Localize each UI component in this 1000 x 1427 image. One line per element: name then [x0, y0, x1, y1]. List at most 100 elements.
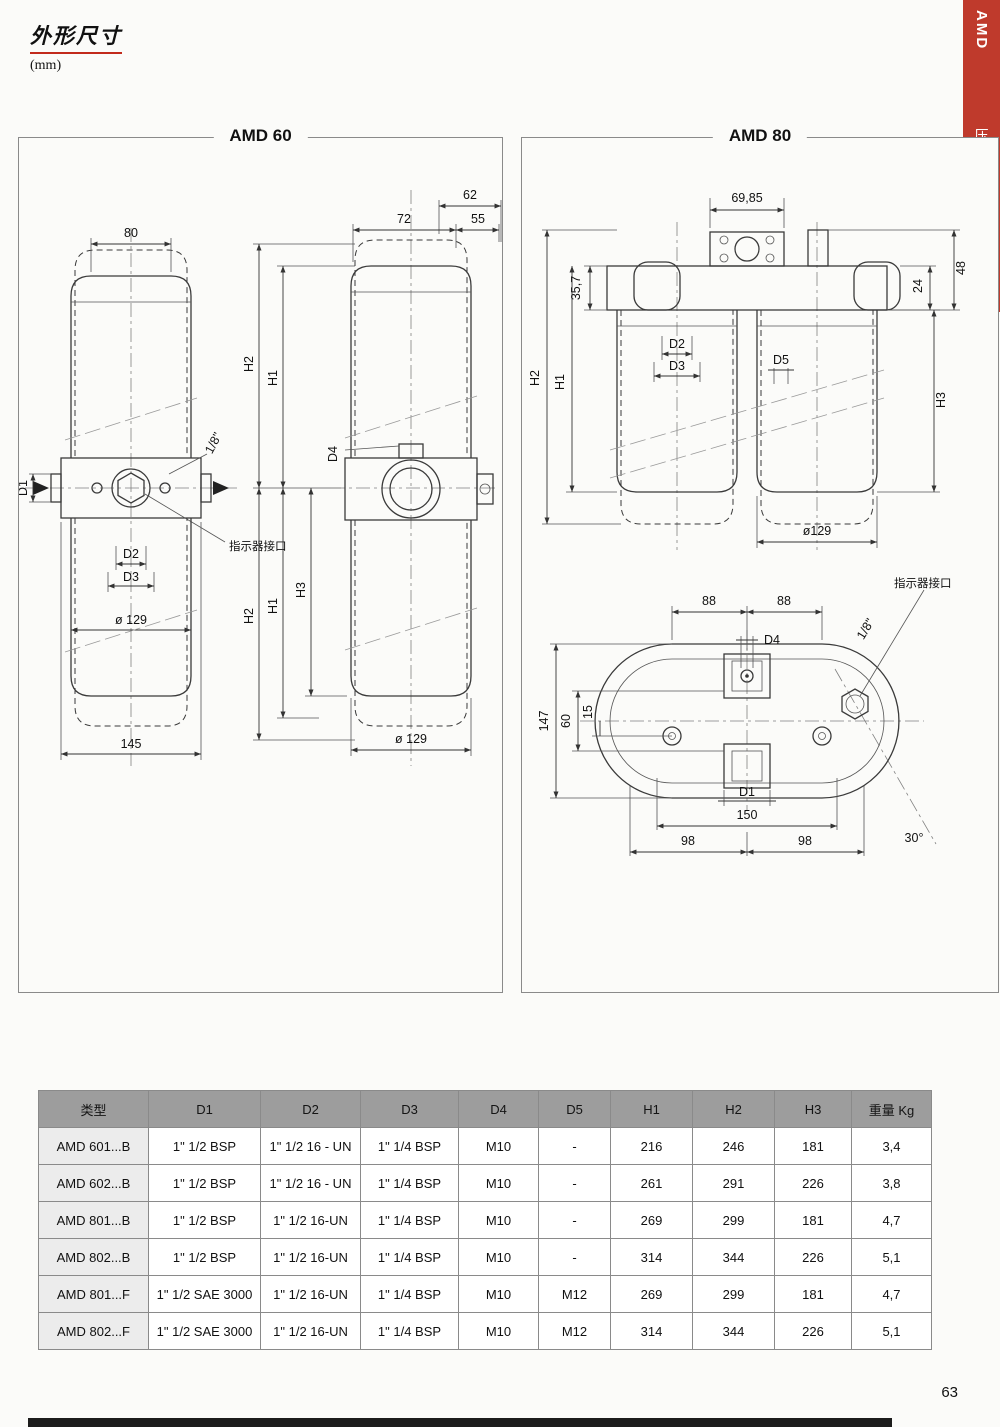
- cell-h1: 269: [610, 1201, 693, 1239]
- dim-h1-top: H1: [266, 370, 280, 386]
- cell-weight: 5,1: [851, 1312, 932, 1350]
- cell-d5: -: [538, 1201, 611, 1239]
- cell-d1: 1" 1/2 BSP: [148, 1164, 261, 1202]
- indicator-port-label: 指示器接口: [229, 539, 287, 553]
- cell-d3: 1" 1/4 BSP: [360, 1164, 459, 1202]
- dim-150: 150: [737, 808, 758, 822]
- dim-d4: D4: [764, 633, 780, 647]
- amd60-side-view: 62 72 55 D4: [326, 188, 502, 766]
- page-number: 63: [941, 1384, 958, 1401]
- dim-d4: D4: [326, 446, 340, 462]
- dim-62: 62: [463, 188, 477, 202]
- amd80-front-view: 69,85 35,7 48 24: [528, 191, 968, 550]
- dim-h3: H3: [934, 392, 948, 408]
- dim-d2: D2: [669, 337, 685, 351]
- dim-24: 24: [911, 279, 925, 293]
- cell-d4: M10: [458, 1127, 539, 1165]
- table-row: AMD 602...B 1" 1/2 BSP 1" 1/2 16 - UN 1"…: [38, 1164, 932, 1202]
- cell-d5: M12: [538, 1275, 611, 1313]
- cell-d1: 1" 1/2 BSP: [148, 1127, 261, 1165]
- cell-d1: 1" 1/2 SAE 3000: [148, 1312, 261, 1350]
- cell-d1: 1" 1/2 BSP: [148, 1238, 261, 1276]
- table-row: AMD 801...B 1" 1/2 BSP 1" 1/2 16-UN 1" 1…: [38, 1201, 932, 1239]
- cell-d2: 1" 1/2 16-UN: [260, 1201, 361, 1239]
- page-header: 外形尺寸 (mm): [30, 20, 122, 74]
- dim-h1-bottom: H1: [266, 598, 280, 614]
- dim-h2-top: H2: [242, 356, 256, 372]
- col-header-type: 类型: [38, 1090, 149, 1128]
- dim-60: 60: [559, 714, 573, 728]
- amd80-plan-view: 88 88 D4 1/8" 指示器接口 147 60: [537, 576, 952, 856]
- dim-dia: ø129: [803, 524, 832, 538]
- table-header-row: 类型 D1 D2 D3 D4 D5 H1 H2 H3 重量 Kg: [38, 1090, 932, 1128]
- cell-h1: 261: [610, 1164, 693, 1202]
- cell-type: AMD 601...B: [38, 1127, 149, 1165]
- table-row: AMD 802...B 1" 1/2 BSP 1" 1/2 16-UN 1" 1…: [38, 1238, 932, 1276]
- dim-h3: H3: [294, 582, 308, 598]
- cell-d3: 1" 1/4 BSP: [360, 1275, 459, 1313]
- cell-type: AMD 802...B: [38, 1238, 149, 1276]
- cell-weight: 5,1: [851, 1238, 932, 1276]
- cell-d3: 1" 1/4 BSP: [360, 1127, 459, 1165]
- cell-d5: -: [538, 1238, 611, 1276]
- dim-15: 15: [581, 705, 595, 719]
- cell-d5: M12: [538, 1312, 611, 1350]
- cell-h1: 314: [610, 1238, 693, 1276]
- cell-h2: 246: [692, 1127, 775, 1165]
- panel-title-amd80: AMD 80: [712, 126, 808, 146]
- table-row: AMD 601...B 1" 1/2 BSP 1" 1/2 16 - UN 1"…: [38, 1127, 932, 1165]
- dim-98a: 98: [681, 834, 695, 848]
- cell-d4: M10: [458, 1164, 539, 1202]
- cell-type: AMD 602...B: [38, 1164, 149, 1202]
- cell-h2: 291: [692, 1164, 775, 1202]
- dim-h1: H1: [553, 374, 567, 390]
- cell-h2: 299: [692, 1201, 775, 1239]
- cell-h1: 216: [610, 1127, 693, 1165]
- cell-weight: 4,7: [851, 1201, 932, 1239]
- col-header-d1: D1: [148, 1090, 261, 1128]
- cell-h2: 344: [692, 1238, 775, 1276]
- dim-72: 72: [397, 212, 411, 226]
- col-header-h1: H1: [610, 1090, 693, 1128]
- dim-6985: 69,85: [731, 191, 762, 205]
- cell-d3: 1" 1/4 BSP: [360, 1201, 459, 1239]
- col-header-d4: D4: [458, 1090, 539, 1128]
- dim-d1: D1: [739, 785, 755, 799]
- dim-d3: D3: [669, 359, 685, 373]
- dim-88b: 88: [777, 594, 791, 608]
- dimensions-table: 类型 D1 D2 D3 D4 D5 H1 H2 H3 重量 Kg AMD 601…: [38, 1090, 932, 1350]
- cell-d2: 1" 1/2 16-UN: [260, 1312, 361, 1350]
- page-title: 外形尺寸: [30, 20, 122, 54]
- dim-80: 80: [124, 226, 138, 240]
- cell-h2: 344: [692, 1312, 775, 1350]
- dim-145: 145: [121, 737, 142, 751]
- tab-series-label: AMD: [973, 10, 990, 51]
- cell-d3: 1" 1/4 BSP: [360, 1312, 459, 1350]
- cell-d5: -: [538, 1127, 611, 1165]
- dim-88a: 88: [702, 594, 716, 608]
- dim-98b: 98: [798, 834, 812, 848]
- cell-weight: 4,7: [851, 1275, 932, 1313]
- cell-d2: 1" 1/2 16-UN: [260, 1275, 361, 1313]
- cell-h3: 226: [774, 1238, 852, 1276]
- dim-dia-side: ø 129: [395, 732, 427, 746]
- cell-h3: 181: [774, 1201, 852, 1239]
- cell-d4: M10: [458, 1275, 539, 1313]
- col-header-d3: D3: [360, 1090, 459, 1128]
- cell-h3: 226: [774, 1164, 852, 1202]
- table-row: AMD 802...F 1" 1/2 SAE 3000 1" 1/2 16-UN…: [38, 1312, 932, 1350]
- page-bottom-bar: [28, 1418, 892, 1427]
- dim-147: 147: [537, 711, 551, 732]
- amd80-drawing: 69,85 35,7 48 24: [528, 191, 968, 856]
- cell-h3: 181: [774, 1127, 852, 1165]
- cell-type: AMD 801...F: [38, 1275, 149, 1313]
- cell-h3: 181: [774, 1275, 852, 1313]
- dim-357: 35,7: [569, 276, 583, 300]
- dim-thread-18: 1/8": [202, 430, 225, 456]
- cell-d4: M10: [458, 1238, 539, 1276]
- cell-type: AMD 801...B: [38, 1201, 149, 1239]
- panel-amd60: AMD 60 80: [16, 126, 503, 993]
- cell-d4: M10: [458, 1201, 539, 1239]
- dim-55: 55: [471, 212, 485, 226]
- cell-d2: 1" 1/2 16 - UN: [260, 1164, 361, 1202]
